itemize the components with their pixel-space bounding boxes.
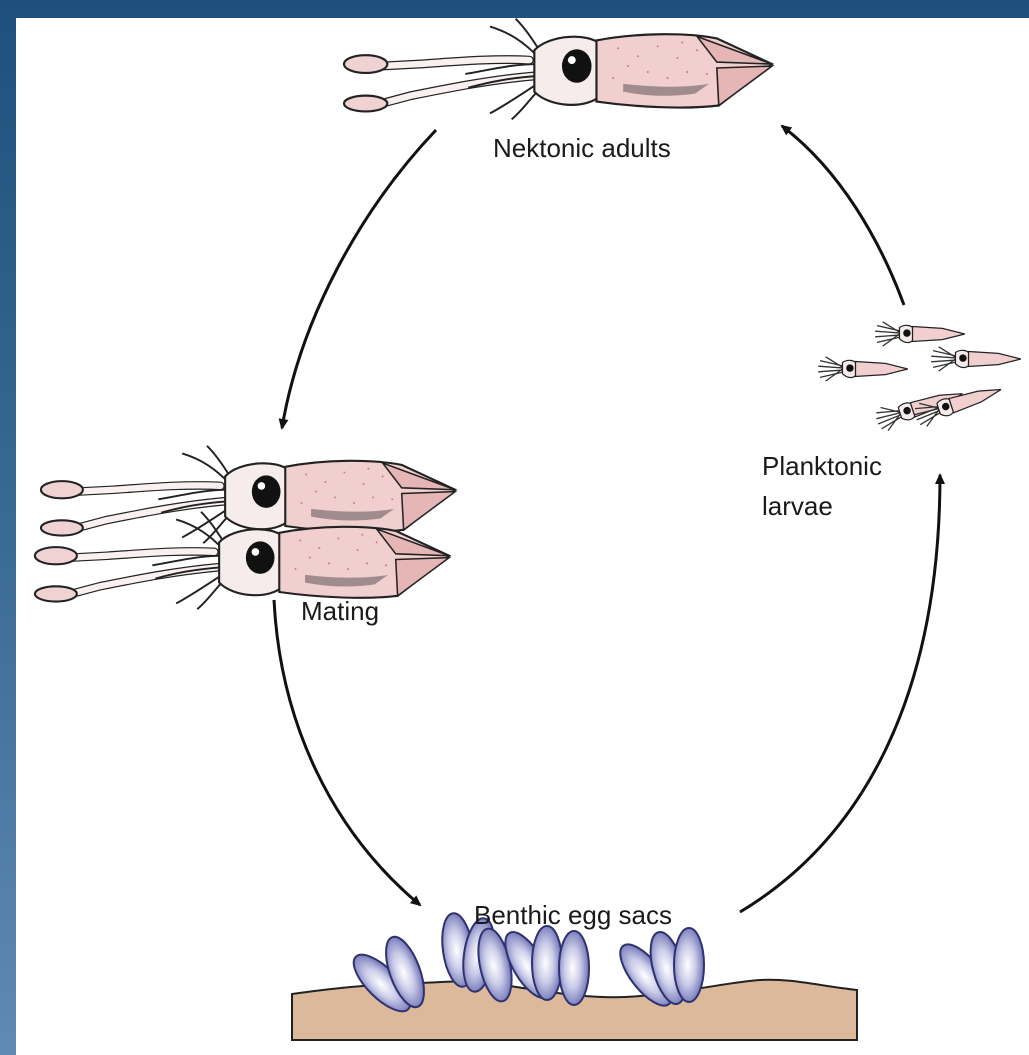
arrow-larvae-to-adults [782,126,904,305]
label-nektonic-adults: Nektonic adults [493,133,671,163]
squid-larvae-icon [818,322,1021,441]
arrow-eggs-to-larvae [740,475,940,912]
squid-mating-pair-icon [35,446,455,609]
label-larvae: larvae [762,491,833,521]
label-planktonic: Planktonic [762,451,882,481]
label-benthic-egg-sacs: Benthic egg sacs [474,900,672,930]
squid-adult-icon [344,19,772,120]
arrow-mating-to-eggs [274,600,420,905]
label-mating: Mating [301,596,379,626]
arrow-adults-to-mating [282,130,436,428]
